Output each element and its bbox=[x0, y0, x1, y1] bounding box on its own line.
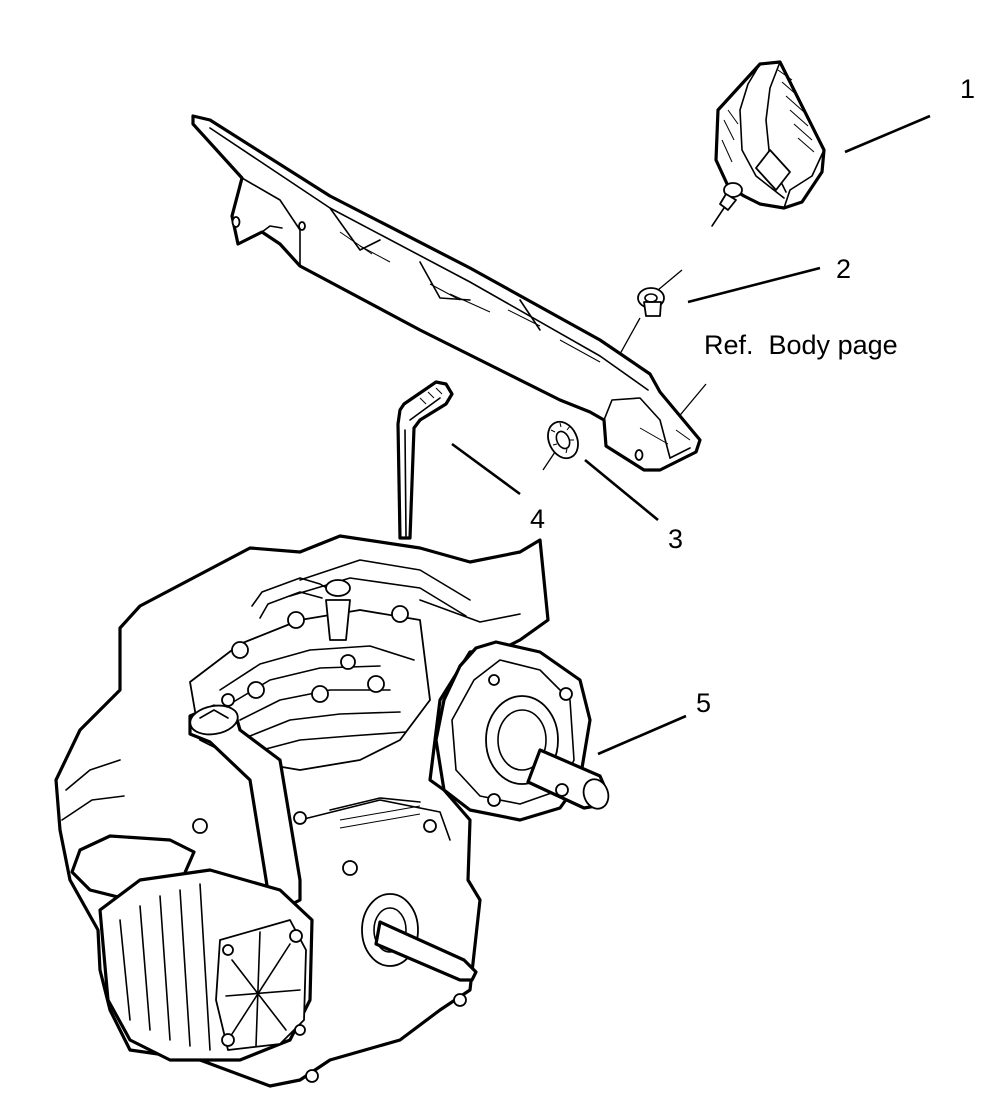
leader-line-4 bbox=[451, 442, 521, 496]
leader-line-2 bbox=[687, 266, 821, 304]
part-2-grommet-drawing bbox=[637, 269, 683, 317]
leader-line-3 bbox=[584, 458, 659, 522]
callout-5: 5 bbox=[696, 688, 711, 718]
callout-2: 2 bbox=[836, 254, 851, 284]
part-3-washer-drawing bbox=[542, 420, 579, 471]
body-panel-shroud-drawing bbox=[191, 114, 702, 472]
part-4-dipstick-drawing bbox=[396, 380, 454, 540]
body-panel-ref-leader bbox=[675, 383, 707, 421]
head-bolts bbox=[221, 605, 409, 707]
callout-1: 1 bbox=[960, 74, 975, 104]
callout-3: 3 bbox=[668, 524, 683, 554]
leader-line-5 bbox=[597, 714, 687, 756]
part-5-engine-drawing bbox=[54, 534, 610, 1088]
leader-line-1 bbox=[844, 114, 931, 154]
part-1-container-drawing bbox=[711, 60, 826, 227]
reference-note: Ref. Body page bbox=[704, 330, 898, 360]
callout-4: 4 bbox=[530, 504, 545, 534]
